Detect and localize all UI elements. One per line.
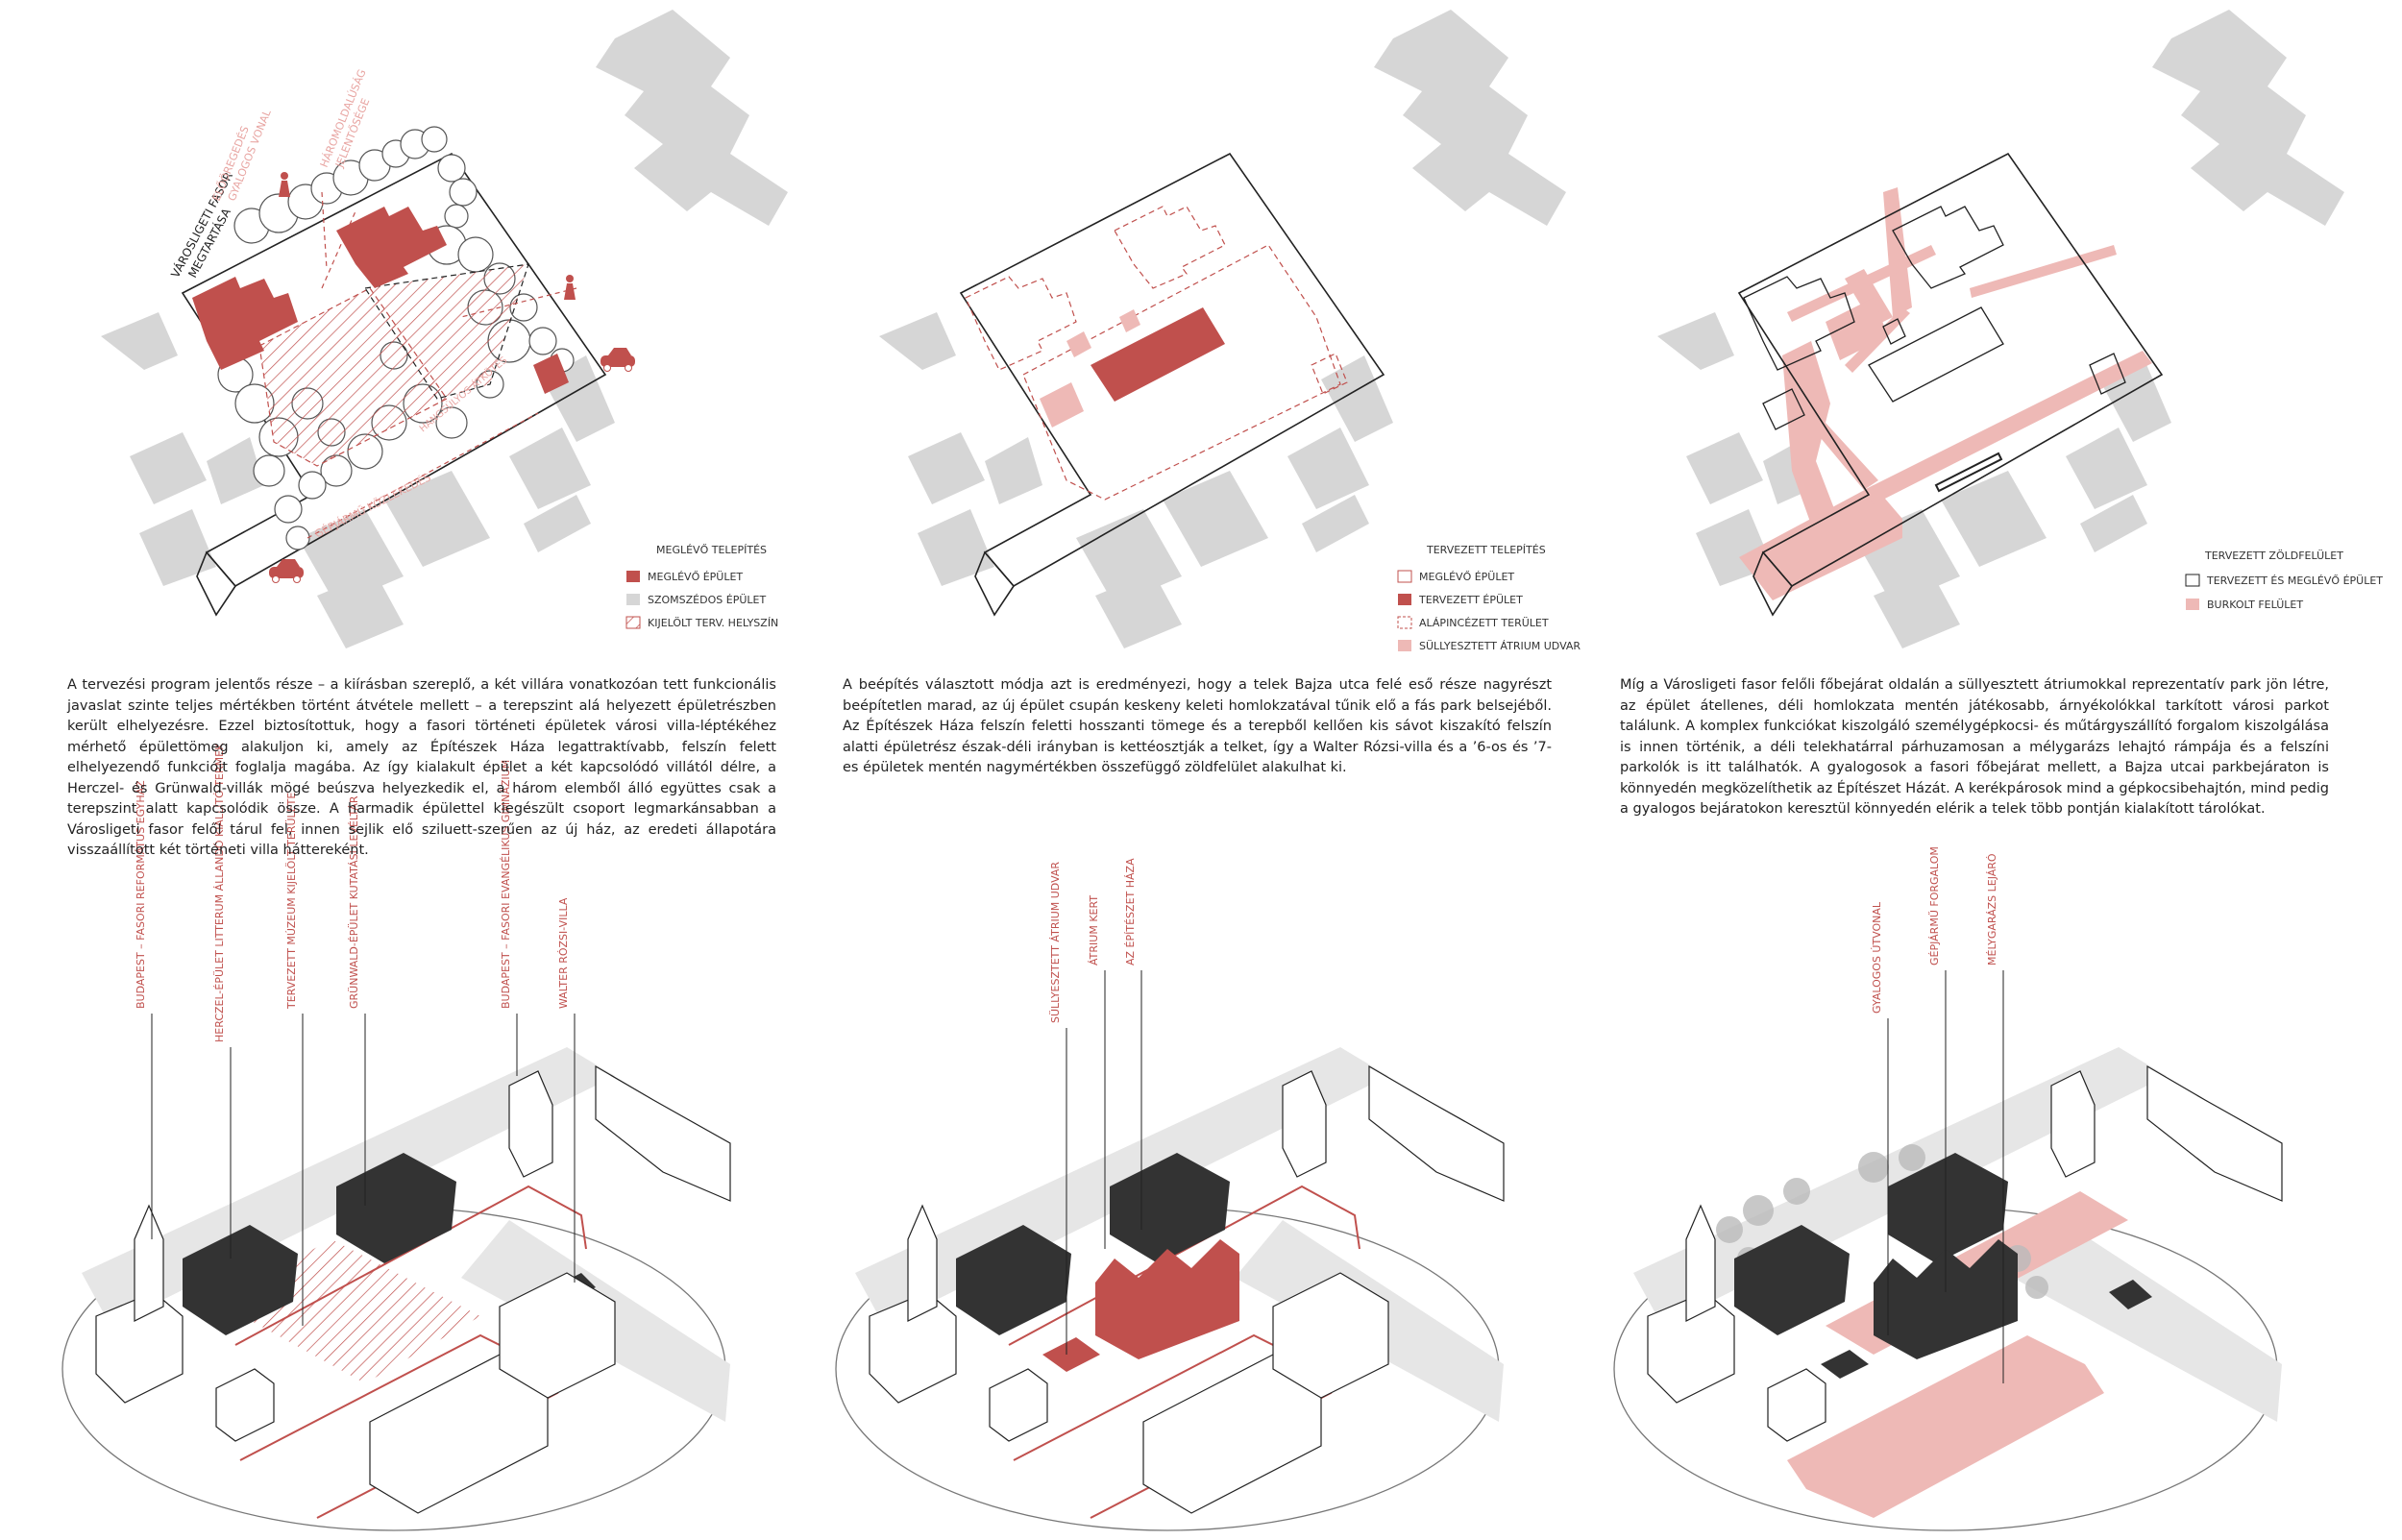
callout-label: GRÜNWALD-ÉPÜLET KUTATÁSI LEVÉLTÁR (348, 795, 360, 1009)
callout-label: BUDAPEST – FASORI EVANGÉLIKUS GIMNÁZIUM (500, 760, 512, 1009)
callout-label: TERVEZETT MÚZEUM KIJELÖLT TERÜLETE (285, 793, 298, 1010)
car-icon (269, 559, 304, 583)
callout-label: SÜLLYESZTETT ÁTRIUM UDVAR (1049, 862, 1062, 1023)
car-icon (600, 348, 635, 372)
pedestrian-icon (279, 172, 576, 300)
legend-item: SÜLLYESZTETT ÁTRIUM UDVAR (1419, 640, 1581, 652)
legend-item: TERVEZETT ÉS MEGLÉVŐ ÉPÜLET (2206, 574, 2383, 587)
panel2-description: A beépítés választott módja azt is eredm… (843, 677, 1552, 775)
panel3-description: Míg a Városligeti fasor felőli főbejárat… (1620, 677, 2329, 817)
legend-item: TERVEZETT ÉPÜLET (1418, 594, 1523, 606)
panel3-site-plan (1657, 10, 2344, 648)
callout-label: BUDAPEST – FASORI REFORMÁTUS EGYHÁZ (135, 780, 147, 1009)
panel2-legend: TERVEZETT TELEPÍTÉS MEGLÉVŐ ÉPÜLET TERVE… (1397, 544, 1581, 652)
legend-title: TERVEZETT TELEPÍTÉS (1426, 544, 1546, 556)
legend-item: BURKOLT FELÜLET (2207, 599, 2303, 611)
callout-label: HERCZEL-ÉPÜLET LITTERUM ÁLLANDÓ KIÁLLÍTÓ… (213, 743, 226, 1042)
legend-item: MEGLÉVŐ ÉPÜLET (648, 570, 743, 583)
callout-lines (151, 970, 2004, 1383)
panel1-description: A tervezési program jelentős része – a k… (67, 677, 776, 858)
axo-view-2 (835, 1047, 1505, 1531)
axo-view-3 (1613, 1047, 2283, 1531)
panel2-site-plan (879, 10, 1566, 648)
axo-view-1 (61, 1047, 731, 1531)
callout-label: ÁTRIUM KERT (1088, 895, 1100, 966)
callout-labels: BUDAPEST – FASORI REFORMÁTUS EGYHÁZ HERC… (135, 743, 1998, 1042)
legend-title: TERVEZETT ZÖLDFELÜLET (2204, 550, 2343, 562)
legend-item: ALÁPINCÉZETT TERÜLET (1419, 617, 1549, 629)
callout-label: MÉLYGARÁZS LEJÁRÓ (1986, 853, 1998, 966)
callout-label: AZ ÉPÍTÉSZET HÁZA (1124, 858, 1137, 966)
callout-label: WALTER RÓZSI-VILLA (557, 897, 570, 1009)
callout-label: GÉPJÁRMŰ FORGALOM (1927, 846, 1941, 966)
legend-item: KIJELÖLT TERV. HELYSZÍN (648, 617, 778, 629)
panel1-legend: MEGLÉVŐ TELEPÍTÉS MEGLÉVŐ ÉPÜLET SZOMSZÉ… (625, 543, 778, 629)
panel3-legend: TERVEZETT ZÖLDFELÜLET TERVEZETT ÉS MEGLÉ… (2185, 550, 2383, 611)
callout-label: GYALOGOS ÚTVONAL (1871, 901, 1883, 1014)
legend-title: MEGLÉVŐ TELEPÍTÉS (656, 543, 767, 556)
legend-item: SZOMSZÉDOS ÉPÜLET (648, 594, 766, 606)
legend-item: MEGLÉVŐ ÉPÜLET (1419, 570, 1514, 583)
